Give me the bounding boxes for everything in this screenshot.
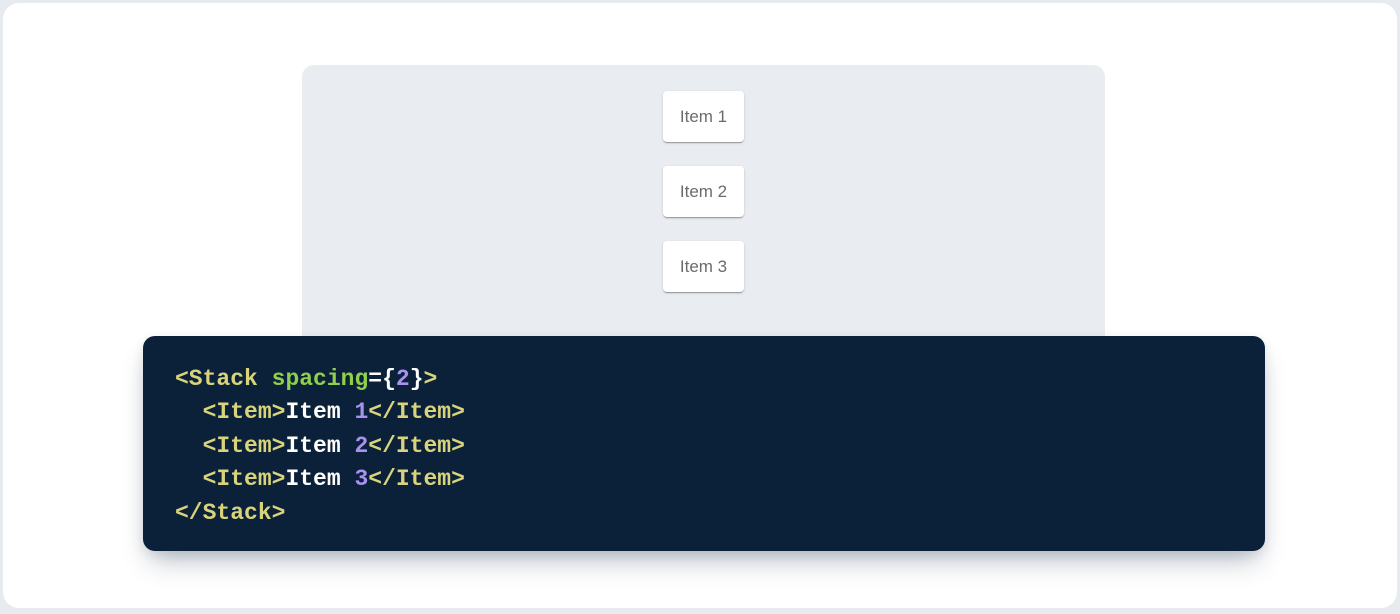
stack-item-card: Item 1 [663,91,744,142]
code-token-tag: </Item> [368,466,465,493]
code-token-tag: > [423,366,438,392]
code-line: <Item>Item 3</Item> [175,463,1233,496]
code-token-plain [175,466,203,492]
code-token-tag: <Stack [175,366,258,392]
code-token-tag: </Item> [368,432,465,459]
stack-item-card: Item 2 [663,166,744,217]
code-token-tag: <Item> [202,432,286,459]
code-token-plain [175,399,203,425]
code-token-plain: Item [285,466,355,493]
code-token-plain [175,433,203,459]
code-token-plain: } [409,366,424,392]
code-token-number: 1 [354,399,369,426]
code-content: <Stack spacing={2}> <Item>Item 1</Item> … [175,363,1233,530]
code-line: <Item>Item 1</Item> [175,396,1233,429]
code-line: <Item>Item 2</Item> [175,430,1233,463]
code-token-plain: Item [285,399,355,426]
code-token-tag: </Stack> [175,499,286,526]
code-line: <Stack spacing={2}> [175,363,1233,396]
stack-item-card: Item 3 [663,241,744,292]
code-token-plain: ={ [368,366,396,392]
code-token-number: 2 [354,432,369,459]
code-token-plain [258,366,272,392]
code-token-tag: </Item> [368,399,465,426]
code-line: </Stack> [175,497,1233,530]
code-token-number: 2 [395,366,410,392]
code-token-plain: Item [285,432,355,459]
code-token-tag: <Item> [202,466,286,493]
code-token-attr: spacing [271,366,369,392]
code-block: <Stack spacing={2}> <Item>Item 1</Item> … [143,336,1265,551]
code-token-number: 3 [354,466,369,493]
code-token-tag: <Item> [202,399,286,426]
stack-container: Item 1 Item 2 Item 3 [302,65,1105,292]
